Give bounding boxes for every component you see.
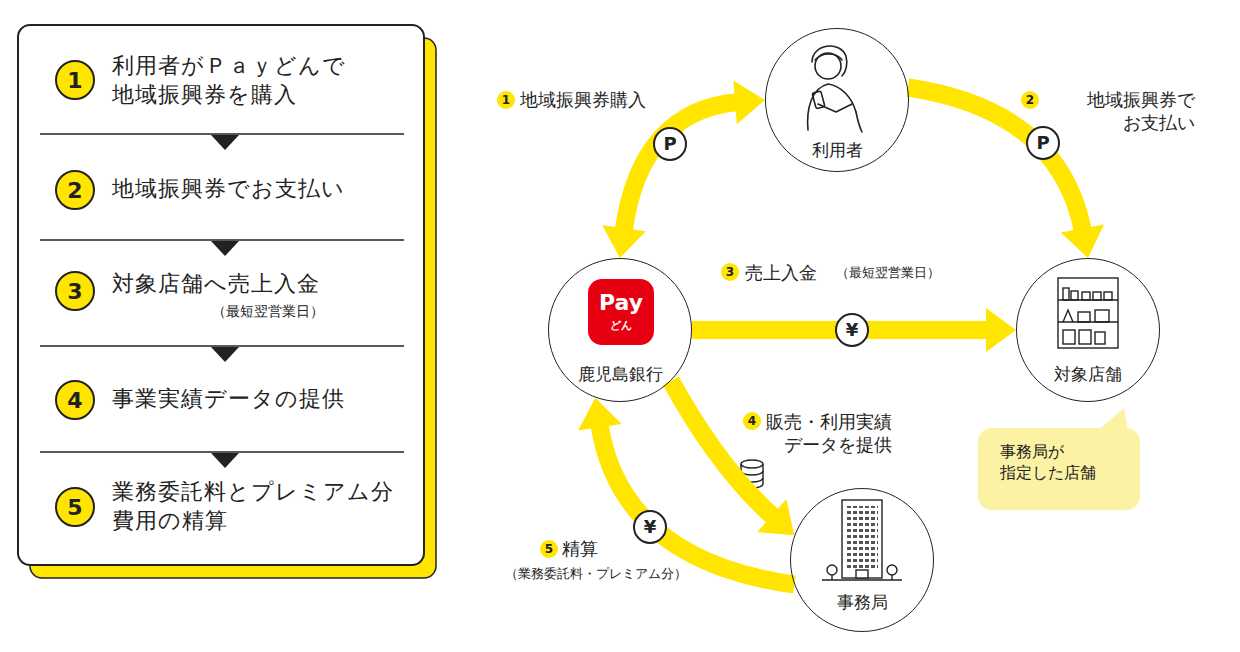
node-label: どん <box>588 319 654 333</box>
app-logo: Payどん <box>588 279 654 345</box>
node-label: Pay <box>588 289 654 318</box>
step-text: 対象店舗へ売上入金 <box>112 270 412 299</box>
arrow-head <box>1061 224 1104 258</box>
node-label: 4 <box>57 387 93 416</box>
actor-circle: 利用者 <box>765 28 909 172</box>
office-circle: 事務局 <box>790 488 934 632</box>
arrow-shaft <box>671 381 775 518</box>
point-token: P <box>1026 126 1060 160</box>
point-token: P <box>653 127 687 161</box>
callout-bubble: 事務局が 指定した店舗 <box>978 428 1140 510</box>
callout-number: 5 <box>540 540 558 558</box>
arrow-shaft <box>623 102 739 232</box>
node-label: 1 <box>57 67 93 96</box>
arrow-head <box>602 225 646 258</box>
edge-label: 地域振興券購入 <box>520 88 670 111</box>
office-building <box>822 500 902 580</box>
arrow-head <box>757 499 794 535</box>
callout-number: 1 <box>497 91 515 109</box>
flow-arrow <box>692 308 1016 352</box>
step-text: 地域振興券でお支払い <box>112 175 412 204</box>
flow-arrow <box>908 87 1104 258</box>
note-text: （業務委託料・プレミアム分） <box>505 566 705 583</box>
node-label: 事務局が 指定した店舗 <box>1000 442 1118 484</box>
edge-label: 精算 <box>562 537 622 560</box>
note-text: （最短翌営業日） <box>836 265 976 282</box>
node-label: 対象店舗 <box>1017 363 1159 385</box>
arrow-shaft <box>908 87 1083 232</box>
arrow-head <box>986 308 1016 352</box>
arrow-head <box>733 80 765 124</box>
step-number: 5 <box>55 487 95 527</box>
callout-number: 4 <box>743 412 761 430</box>
step-text: 利用者がＰａｙどんで 地域振興券を購入 <box>112 52 402 109</box>
step-number: 3 <box>55 271 95 311</box>
node-label: 5 <box>57 494 93 523</box>
yen-token: ¥ <box>633 510 667 544</box>
step-note: （最短翌営業日） <box>168 302 368 320</box>
step-number: 4 <box>55 380 95 420</box>
yen-token: ¥ <box>835 313 869 347</box>
step-number: 2 <box>55 170 95 210</box>
flow-arrow <box>578 398 794 585</box>
arrow-head <box>578 398 622 431</box>
node-label: 事務局 <box>791 591 933 613</box>
step-number: 1 <box>55 60 95 100</box>
arrow-shaft <box>599 423 794 584</box>
panel <box>18 25 424 565</box>
edge-label: 販売・利用実績 データを提供 <box>722 410 892 457</box>
bank-circle: 鹿児島銀行 Payどん <box>548 258 692 402</box>
node-label: 鹿児島銀行 <box>549 363 691 385</box>
node-label: 利用者 <box>766 139 908 161</box>
flow-arrow <box>671 381 794 535</box>
edge-label: 売上入金 <box>745 261 835 284</box>
edge-label: 地域振興券で お支払い <box>1045 88 1195 135</box>
user-figure <box>808 46 862 132</box>
step-text: 業務委託料とプレミアム分 費用の精算 <box>112 478 402 535</box>
node-label: 2 <box>57 177 93 206</box>
callout-number: 3 <box>721 263 739 281</box>
step-text: 事業実績データの提供 <box>112 385 412 414</box>
store-shelf <box>1058 278 1118 348</box>
node-label: 3 <box>57 278 93 307</box>
callout-number: 2 <box>1021 91 1039 109</box>
store-circle: 対象店舗 <box>1016 258 1160 402</box>
